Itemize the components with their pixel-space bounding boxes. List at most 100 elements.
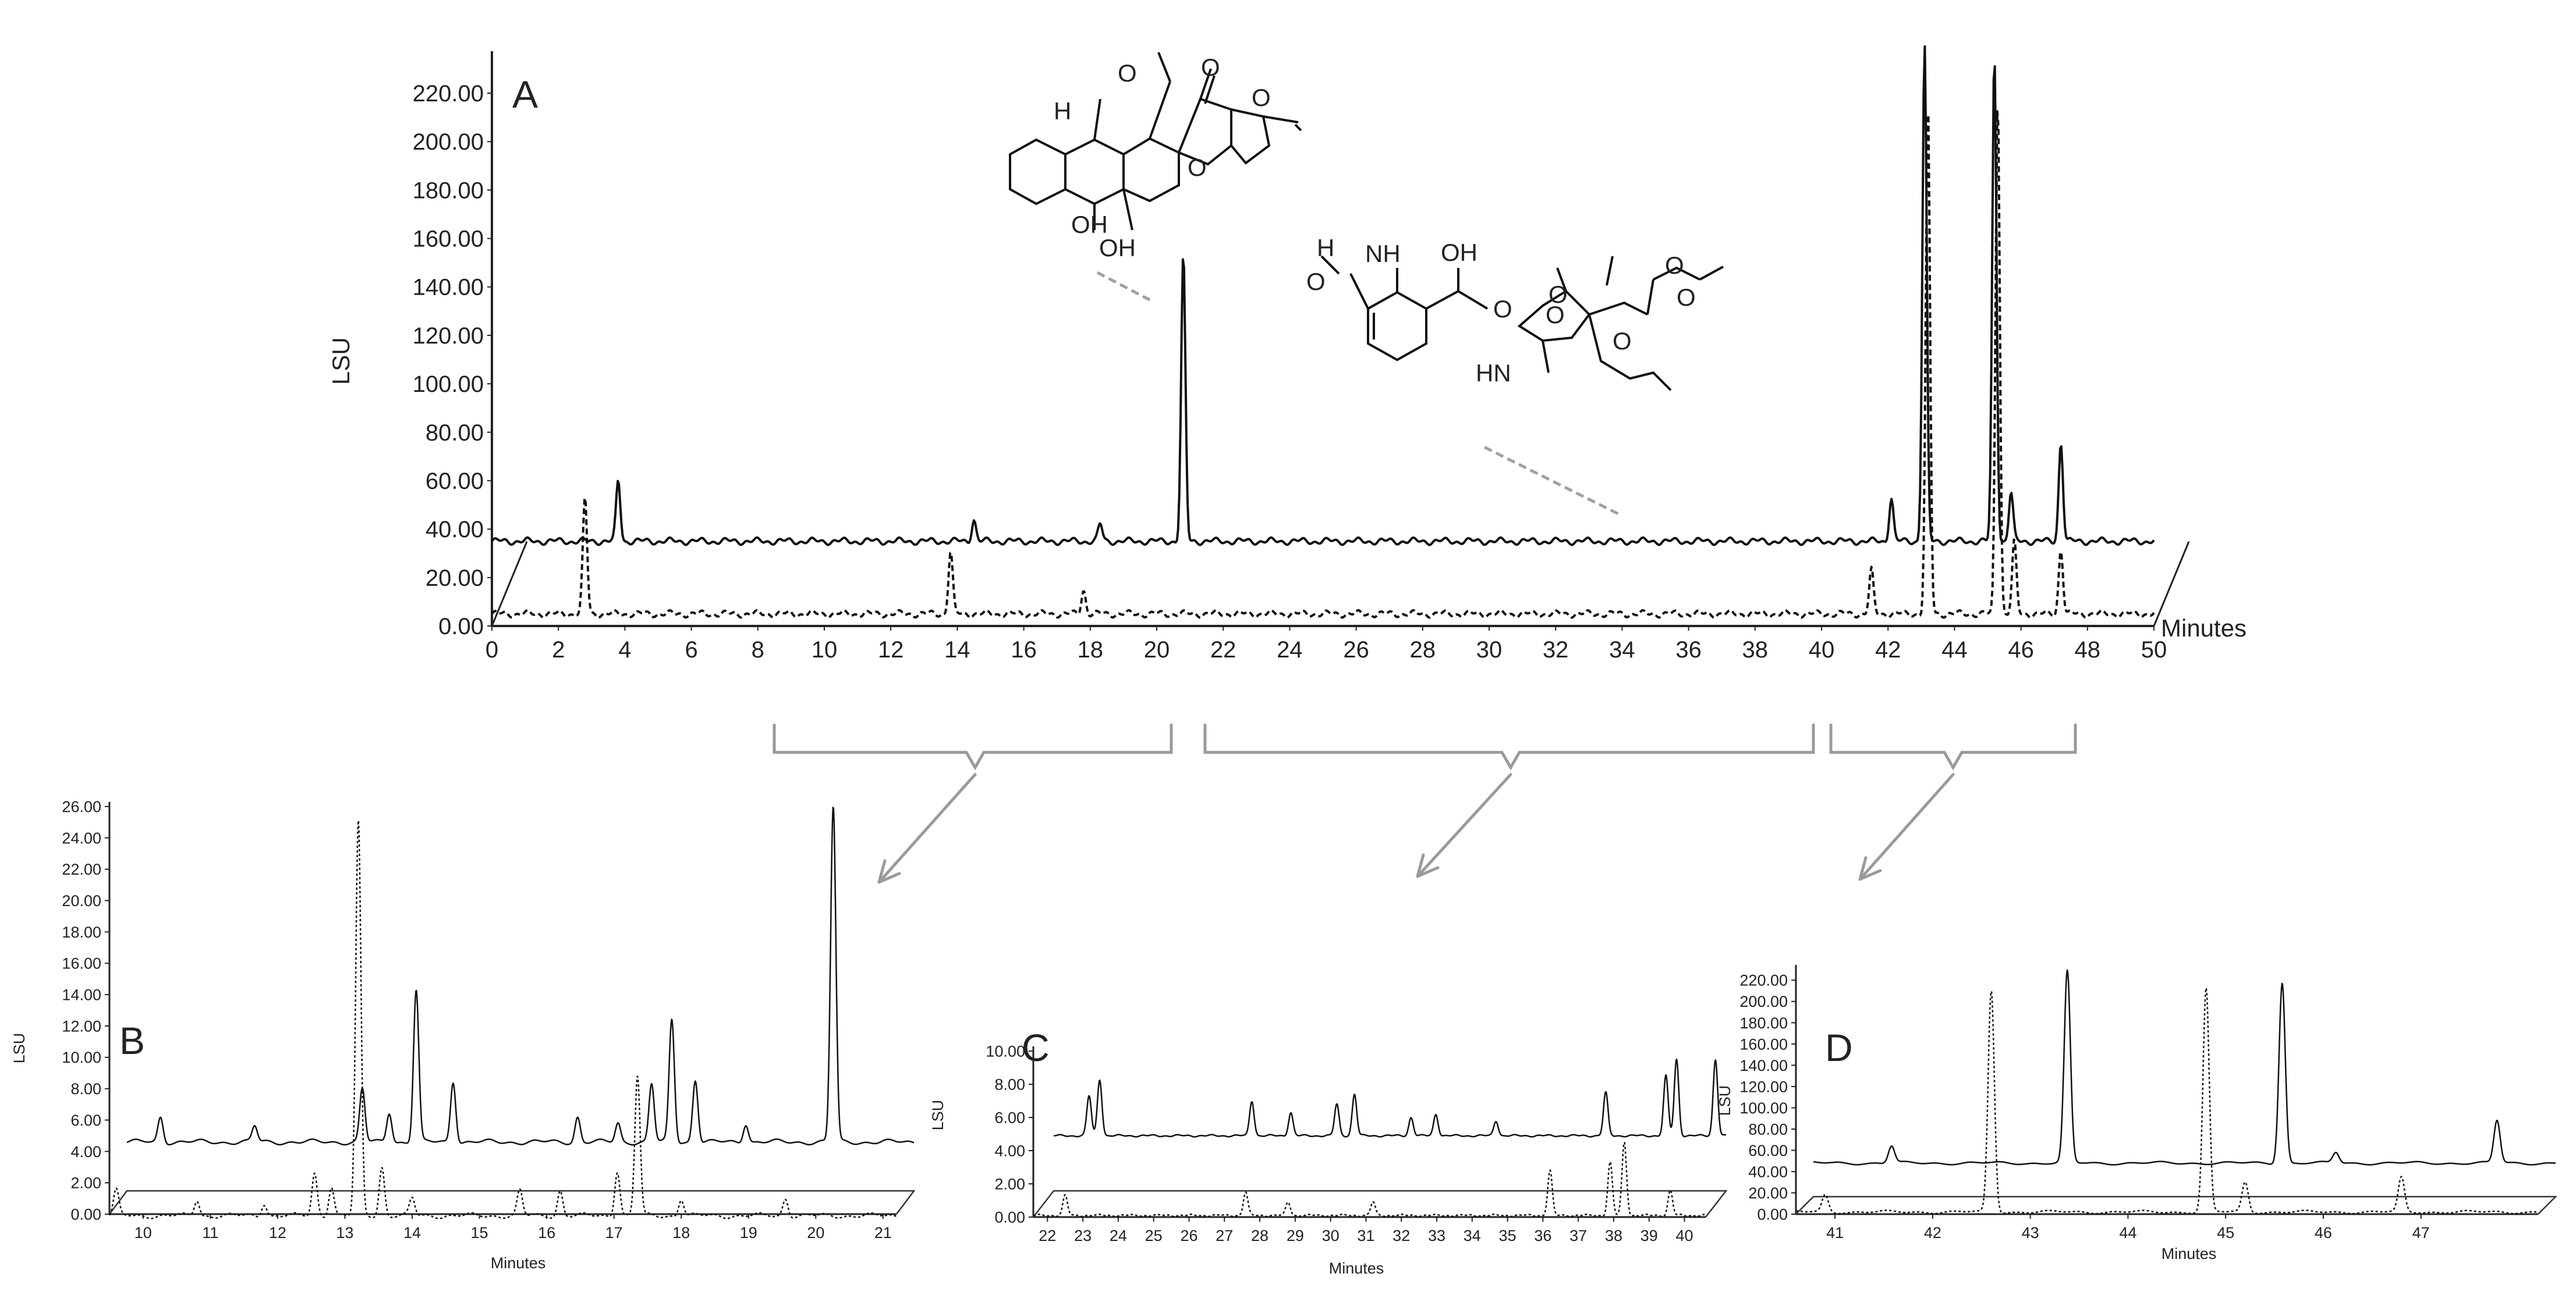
b-y-tick-label: 12.00 — [62, 1017, 101, 1035]
a-x-tick-label: 22 — [1210, 637, 1236, 663]
c-x-tick-label: 26 — [1180, 1227, 1197, 1244]
b-x-tick-label: 15 — [471, 1224, 488, 1242]
panel-c-letter: C — [1022, 1026, 1050, 1069]
d-y-tick-label: 120.00 — [1739, 1078, 1788, 1095]
structure-2-atom-h: H — [1317, 234, 1334, 261]
b-offset-plane — [109, 1190, 916, 1215]
arrow-c — [1416, 773, 1512, 878]
b-y-tick-label: 4.00 — [70, 1143, 101, 1161]
b-y-tick-label: 0.00 — [70, 1205, 101, 1223]
structure-2-atom-o-amide: O — [1493, 295, 1512, 323]
d-offset-plane — [1795, 1195, 2558, 1215]
b-series-line-1 — [108, 819, 897, 1219]
c-x-tick-label: 25 — [1145, 1227, 1163, 1244]
c-x-tick-label: 32 — [1392, 1227, 1410, 1244]
structure-2-atom-o-ring-1: O — [1546, 301, 1565, 328]
a-y-tick-label: 0.00 — [438, 614, 484, 639]
panel-b-chart: B LSU Minutes 0.002.004.006.008.0010.001… — [10, 798, 916, 1272]
a-y-tick-label: 20.00 — [426, 565, 484, 591]
b-x-tick-label: 19 — [740, 1224, 757, 1242]
b-y-tick-label: 22.00 — [62, 861, 101, 878]
bracket-d — [1829, 723, 2077, 771]
c-x-tick-label: 34 — [1464, 1227, 1481, 1244]
a-x-tick-label: 36 — [1675, 637, 1702, 663]
panel-b-x-label: Minutes — [491, 1254, 546, 1272]
d-y-tick-label: 220.00 — [1739, 972, 1788, 989]
b-y-tick-label: 16.00 — [62, 955, 101, 972]
a-x-tick-label: 20 — [1144, 637, 1170, 663]
panel-b-letter: B — [119, 1019, 145, 1062]
c-y-tick-label: 6.00 — [994, 1109, 1025, 1126]
a-x-tick-label: 4 — [618, 637, 631, 663]
a-x-tick-label: 14 — [944, 637, 970, 663]
b-y-tick-label: 18.00 — [62, 924, 101, 941]
d-x-tick-label: 45 — [2217, 1224, 2234, 1242]
structure-1-atom-o-ketone: O — [1118, 59, 1137, 87]
c-x-tick-label: 24 — [1110, 1227, 1127, 1244]
b-y-tick-label: 2.00 — [70, 1175, 101, 1192]
structure-1-atom-h: H — [1054, 97, 1071, 125]
a-x-tick-label: 44 — [1941, 637, 1968, 663]
a-series-line-1 — [491, 110, 2155, 619]
c-offset-plane — [1033, 1190, 1728, 1218]
a-y-tick-label: 140.00 — [413, 275, 484, 300]
c-x-tick-label: 39 — [1640, 1227, 1658, 1244]
a-x-tick-label: 2 — [552, 637, 565, 663]
a-x-tick-label: 18 — [1078, 637, 1104, 663]
d-y-tick-label: 40.00 — [1748, 1163, 1788, 1180]
c-x-tick-label: 31 — [1357, 1227, 1374, 1244]
c-x-tick-label: 22 — [1039, 1227, 1056, 1244]
d-y-tick-label: 100.00 — [1739, 1099, 1788, 1117]
c-x-tick-label: 40 — [1676, 1227, 1693, 1244]
d-x-tick-label: 47 — [2412, 1224, 2430, 1242]
structure-1-atom-oh-2: OH — [1099, 234, 1136, 261]
a-x-tick-label: 38 — [1742, 637, 1769, 663]
b-x-tick-label: 18 — [672, 1224, 690, 1242]
panel-a-series — [491, 45, 2155, 619]
a-x-tick-label: 0 — [486, 637, 498, 663]
structure-2-atom-nh: NH — [1365, 240, 1401, 267]
c-y-tick-label: 8.00 — [994, 1076, 1025, 1093]
a-y-tick-label: 200.00 — [413, 129, 484, 155]
panel-b-y-label: LSU — [10, 1033, 28, 1064]
d-x-tick-label: 46 — [2315, 1224, 2332, 1242]
arrow-d — [1858, 773, 1955, 881]
b-x-tick-label: 14 — [403, 1224, 421, 1242]
panel-b-series — [108, 807, 915, 1219]
chemical-structure-1 — [1009, 52, 1302, 231]
d-x-tick-label: 43 — [2022, 1224, 2039, 1242]
structure-1-atom-o-ether: O — [1188, 154, 1207, 181]
structure-2-atom-oh: OH — [1441, 239, 1477, 266]
a-x-tick-label: 10 — [812, 637, 838, 663]
panel-a-y-label: LSU — [327, 337, 355, 385]
panel-b-y-ticks: 0.002.004.006.008.0010.0012.0014.0016.00… — [62, 798, 109, 1223]
panel-c-y-label: LSU — [929, 1100, 947, 1131]
structure-2-atom-o-ring-2: O — [1613, 327, 1632, 355]
structure-1-atom-o-lactone-carbonyl: O — [1201, 54, 1220, 81]
panel-c-series — [1033, 1058, 1727, 1218]
b-y-tick-label: 14.00 — [62, 986, 101, 1004]
chemical-structure-2 — [1320, 255, 1724, 391]
d-y-tick-label: 140.00 — [1739, 1057, 1788, 1074]
structure-2-atom-o-carbonyl-2: O — [1665, 252, 1684, 279]
c-x-tick-label: 35 — [1499, 1227, 1516, 1244]
structure-2-connector — [1483, 445, 1622, 517]
b-x-tick-label: 16 — [538, 1224, 555, 1242]
structure-2-atom-hn: HN — [1476, 359, 1511, 387]
panel-d-y-ticks: 0.0020.0040.0060.0080.00100.00120.00140.… — [1739, 972, 1796, 1223]
a-y-tick-label: 120.00 — [413, 323, 484, 349]
c-series-line-0 — [1053, 1058, 1727, 1138]
structure-2-atom-o-carbonyl-1: O — [1549, 281, 1568, 308]
panel-d-series — [1795, 969, 2556, 1215]
d-y-tick-label: 60.00 — [1748, 1142, 1788, 1159]
c-y-tick-label: 4.00 — [994, 1142, 1025, 1159]
a-x-tick-label: 50 — [2141, 637, 2167, 663]
a-x-tick-label: 42 — [1875, 637, 1901, 663]
d-y-tick-label: 180.00 — [1739, 1014, 1788, 1032]
d-y-tick-label: 200.00 — [1739, 993, 1788, 1010]
panel-a-letter: A — [512, 73, 538, 116]
d-x-tick-label: 41 — [1826, 1224, 1844, 1242]
a-x-tick-label: 8 — [752, 637, 764, 663]
